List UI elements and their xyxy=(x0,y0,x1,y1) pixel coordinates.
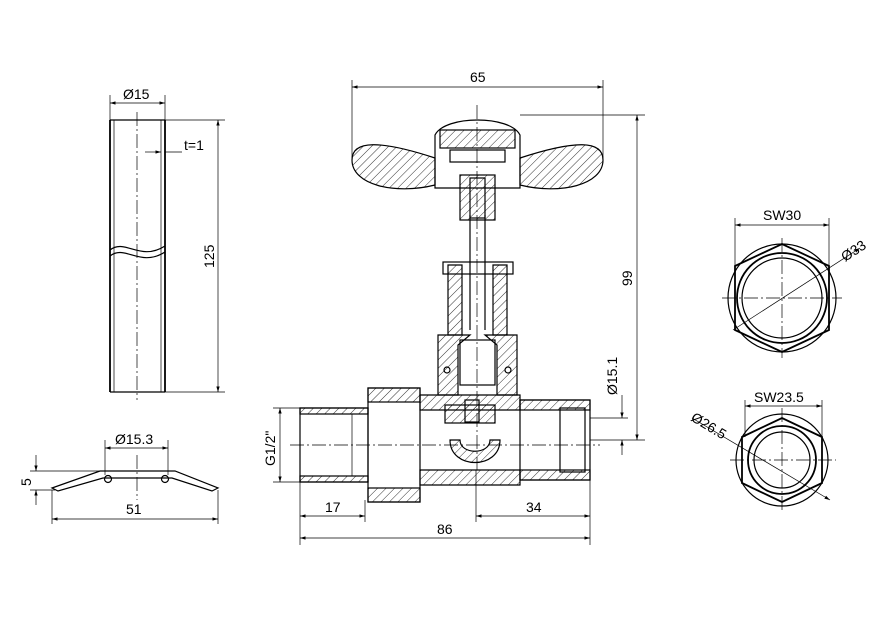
pipe-view: Ø15 t=1 125 xyxy=(109,86,225,400)
valve-section-view: 65 99 Ø15.1 G1/2" 17 34 86 xyxy=(262,69,645,545)
small-nut-view: SW23.5 Ø26.5 xyxy=(688,389,836,512)
handle-width-label: 65 xyxy=(470,69,486,85)
valve-height-label: 99 xyxy=(619,270,635,286)
outlet-diameter-label: Ø15.1 xyxy=(604,357,620,395)
pipe-diameter-label: Ø15 xyxy=(123,86,150,102)
large-nut-view: SW30 Ø33 xyxy=(722,207,869,358)
large-nut-diameter-label: Ø33 xyxy=(838,237,869,265)
pipe-length-label: 125 xyxy=(201,244,217,268)
thread-label: G1/2" xyxy=(262,431,278,466)
rosette-view: Ø15.3 5 51 xyxy=(18,431,220,524)
pipe-thickness-label: t=1 xyxy=(184,137,204,153)
small-nut-wrench-label: SW23.5 xyxy=(754,389,804,405)
rosette-width-label: 51 xyxy=(126,501,142,517)
inlet-length-label: 17 xyxy=(325,499,341,515)
outlet-length-label: 34 xyxy=(526,499,542,515)
large-nut-wrench-label: SW30 xyxy=(763,207,801,223)
small-nut-diameter-label: Ø26.5 xyxy=(688,409,729,442)
total-length-label: 86 xyxy=(437,521,453,537)
rosette-height-label: 5 xyxy=(18,478,34,486)
rosette-diameter-label: Ø15.3 xyxy=(115,431,153,447)
